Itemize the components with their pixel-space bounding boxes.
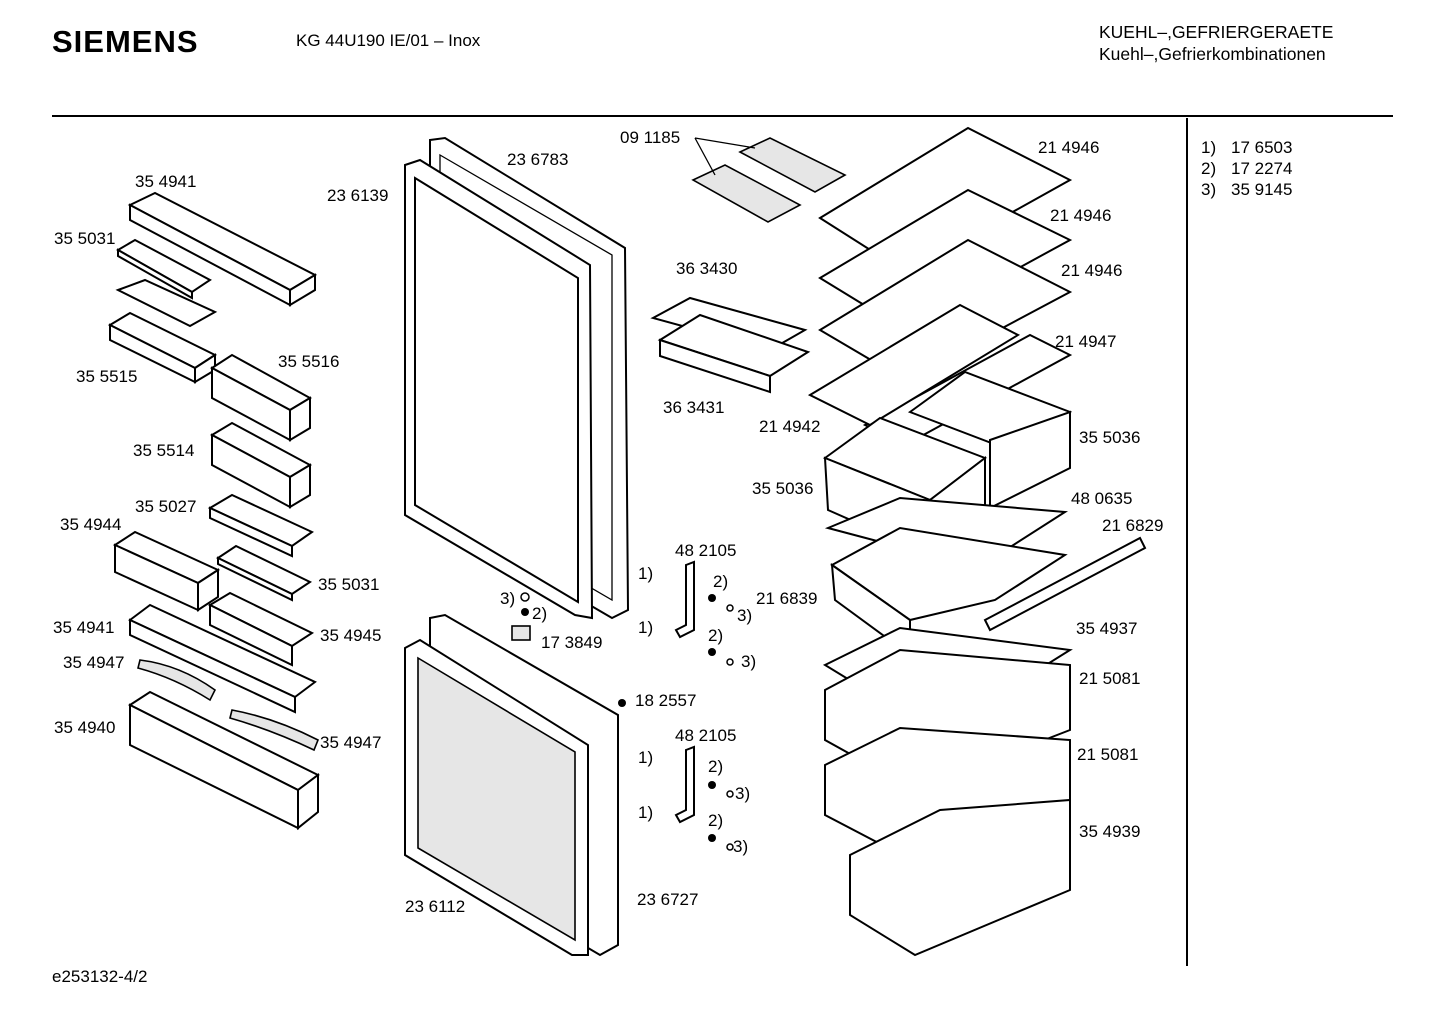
part-label: 35 5027: [135, 497, 196, 516]
part-label: 35 4941: [53, 618, 114, 637]
part-label: 35 4947: [63, 653, 124, 672]
ice-tray-091185-b: [691, 164, 802, 223]
part-label: 48 2105: [675, 541, 736, 560]
ref-callout: 3): [737, 606, 752, 625]
freezer-gasket-236112: [404, 638, 589, 956]
part-label: 21 5081: [1079, 669, 1140, 688]
freezer-tray-363431: [657, 313, 811, 394]
part-label: 23 6727: [637, 890, 698, 909]
screw-markers: [520, 592, 734, 851]
part-label: 21 4946: [1038, 138, 1099, 157]
part-label: 35 5036: [752, 479, 813, 498]
glass-shelf-214942: [807, 303, 1021, 427]
ref-callout: 3): [741, 652, 756, 671]
ice-tray-091185-a: [738, 137, 847, 193]
category-line-1: KUEHL–,GEFRIERGERAETE: [1099, 22, 1334, 42]
part-label: 35 4937: [1076, 619, 1137, 638]
legend-part: 35 9145: [1231, 180, 1293, 199]
door-shelf-354944: [112, 530, 221, 612]
legend-key: 1): [1201, 138, 1217, 157]
part-label: 35 5516: [278, 352, 339, 371]
model-number: KG 44U190 IE/01 – Inox: [296, 31, 481, 50]
ref-callout: 3): [733, 837, 748, 856]
part-label: 35 4945: [320, 626, 381, 645]
door-shelf-354941-bottom: [128, 603, 317, 714]
legend-part: 17 2274: [1231, 159, 1293, 178]
divider-355027: [207, 493, 314, 558]
part-label: 21 6829: [1102, 516, 1163, 535]
door-shelf-354941-top: [127, 191, 318, 307]
part-label: 35 5036: [1079, 428, 1140, 447]
ref-callout: 1): [638, 564, 653, 583]
part-label: 36 3430: [676, 259, 737, 278]
part-label: 23 6112: [405, 897, 465, 916]
part-label: 35 5515: [76, 367, 137, 386]
part-label: 21 4942: [759, 417, 820, 436]
ref-callout: 2): [708, 626, 723, 645]
part-label: 36 3431: [663, 398, 724, 417]
legend-row: 1) 17 6503: [1201, 137, 1292, 158]
part-label: 21 6839: [756, 589, 817, 608]
legend-row: 2) 17 2274: [1201, 158, 1292, 179]
part-label: 35 5514: [133, 441, 194, 460]
part-label: 35 4944: [60, 515, 121, 534]
legend-key: 3): [1201, 180, 1217, 199]
part-label: 35 4940: [54, 718, 115, 737]
part-label: 35 4939: [1079, 822, 1140, 841]
leader-lines: [694, 137, 756, 176]
door-shelf-355514: [209, 421, 313, 509]
fridge-gasket-236139: [404, 158, 594, 620]
legend-row: 3) 35 9145: [1201, 179, 1292, 200]
ref-callout: 3): [500, 589, 515, 608]
ref-callout: 3): [735, 784, 750, 803]
legend-key: 2): [1201, 159, 1217, 178]
crisper-355036-back: [907, 370, 1073, 510]
ref-callout: 1): [638, 803, 653, 822]
category-line-2: Kuehl–,Gefrierkombinationen: [1099, 44, 1326, 64]
brand-logo: SIEMENS: [52, 24, 199, 59]
insert-355031-top: [116, 238, 212, 300]
door-shelf-354945: [207, 591, 315, 667]
part-label: 48 2105: [675, 726, 736, 745]
door-shelf-355515: [107, 311, 218, 384]
part-label: 23 6139: [327, 186, 388, 205]
handle-482105-bottom: [674, 745, 695, 824]
part-label: 35 5031: [318, 575, 379, 594]
liner-plate: [115, 278, 218, 328]
freezer-drawer-354939: [849, 798, 1071, 957]
insert-355031-bottom: [215, 544, 313, 602]
rail-216829: [983, 536, 1147, 632]
ref-callout: 1): [638, 618, 653, 637]
ref-callout: 2): [532, 604, 547, 623]
legend-part: 17 6503: [1231, 138, 1293, 157]
part-label: 23 6783: [507, 150, 568, 169]
ref-callout: 1): [638, 748, 653, 767]
part-label: 21 4947: [1055, 332, 1116, 351]
drawing-id: e253132-4/2: [52, 967, 148, 986]
part-label: 35 4941: [135, 172, 196, 191]
hinge-173849: [511, 625, 531, 641]
door-shelf-355516: [210, 353, 313, 442]
ref-callout: 2): [708, 757, 723, 776]
part-label: 09 1185: [620, 128, 680, 147]
part-label: 21 4946: [1050, 206, 1111, 225]
part-label: 48 0635: [1071, 489, 1132, 508]
part-label: 21 5081: [1077, 745, 1138, 764]
part-label: 21 4946: [1061, 261, 1122, 280]
egg-tray-354947-b: [229, 709, 320, 752]
part-label: 17 3849: [541, 633, 602, 652]
egg-tray-354947-a: [137, 659, 217, 702]
ref-callout: 2): [713, 572, 728, 591]
handle-482105-top: [674, 560, 695, 639]
part-label: 35 4947: [320, 733, 381, 752]
ref-callout: 2): [708, 811, 723, 830]
part-label: 18 2557: [635, 691, 696, 710]
door-shelf-354940: [127, 690, 320, 831]
part-label: 35 5031: [54, 229, 115, 248]
part-legend: 1) 17 6503 2) 17 2274 3) 35 9145: [1201, 137, 1292, 200]
